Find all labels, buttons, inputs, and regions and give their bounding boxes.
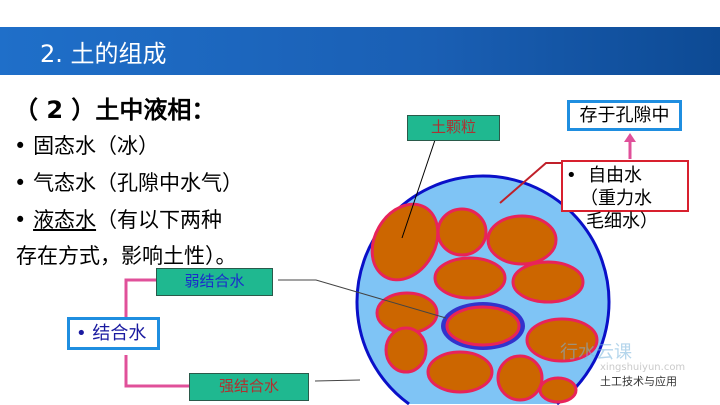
pore-label: 存于孔隙中 (567, 100, 682, 131)
capillary-water: 毛细水） (586, 211, 658, 232)
bullet-continuation: 存在方式，影响土性）。 (16, 244, 237, 268)
bullet-solid-water: • 固态水（冰） (14, 134, 160, 158)
bullet-vapor-water: • 气态水（孔隙中水气） (14, 171, 244, 195)
particle-pointer (401, 139, 436, 239)
strong-pointer (314, 379, 361, 382)
soil-particles (370, 202, 599, 404)
free-water-title: 自由水 (588, 165, 643, 186)
bound-water-label: 结合水 (92, 323, 147, 344)
watermark-brand: 行水云课 (560, 342, 632, 363)
gravity-water: （重力水 (580, 188, 652, 209)
free-water-pointer (499, 162, 562, 204)
free-water-box (561, 160, 689, 212)
strong-bound-water-label: 强结合水 (189, 373, 309, 401)
free-water-text: • 自由水 （重力水 毛细水） (566, 165, 658, 232)
bullet-text: 固态水（冰） (33, 134, 160, 158)
weak-bound-water-label: 弱结合水 (156, 268, 273, 296)
page-title: 2. 土的组成 (40, 40, 167, 68)
bullet-text: （有以下两种 (96, 208, 223, 232)
weak-pointer (278, 279, 447, 319)
pore-water-outline (355, 174, 611, 405)
bound-water-box: • 结合水 (67, 317, 160, 350)
course-name: 土工技术与应用 (600, 375, 677, 388)
soil-particle-label: 土颗粒 (407, 115, 500, 141)
watermark-url: xingshuiyun.com (600, 362, 686, 373)
liquid-water-term: 液态水 (33, 208, 97, 232)
connector-lines (124, 133, 636, 388)
bullet-liquid-water: • 液态水（有以下两种 (14, 208, 223, 232)
central-particle (445, 305, 521, 347)
title-banner (0, 27, 720, 75)
bullet-text: 气态水（孔隙中水气） (33, 171, 244, 195)
section-heading: （ 2 ）土中液相： (14, 96, 216, 124)
